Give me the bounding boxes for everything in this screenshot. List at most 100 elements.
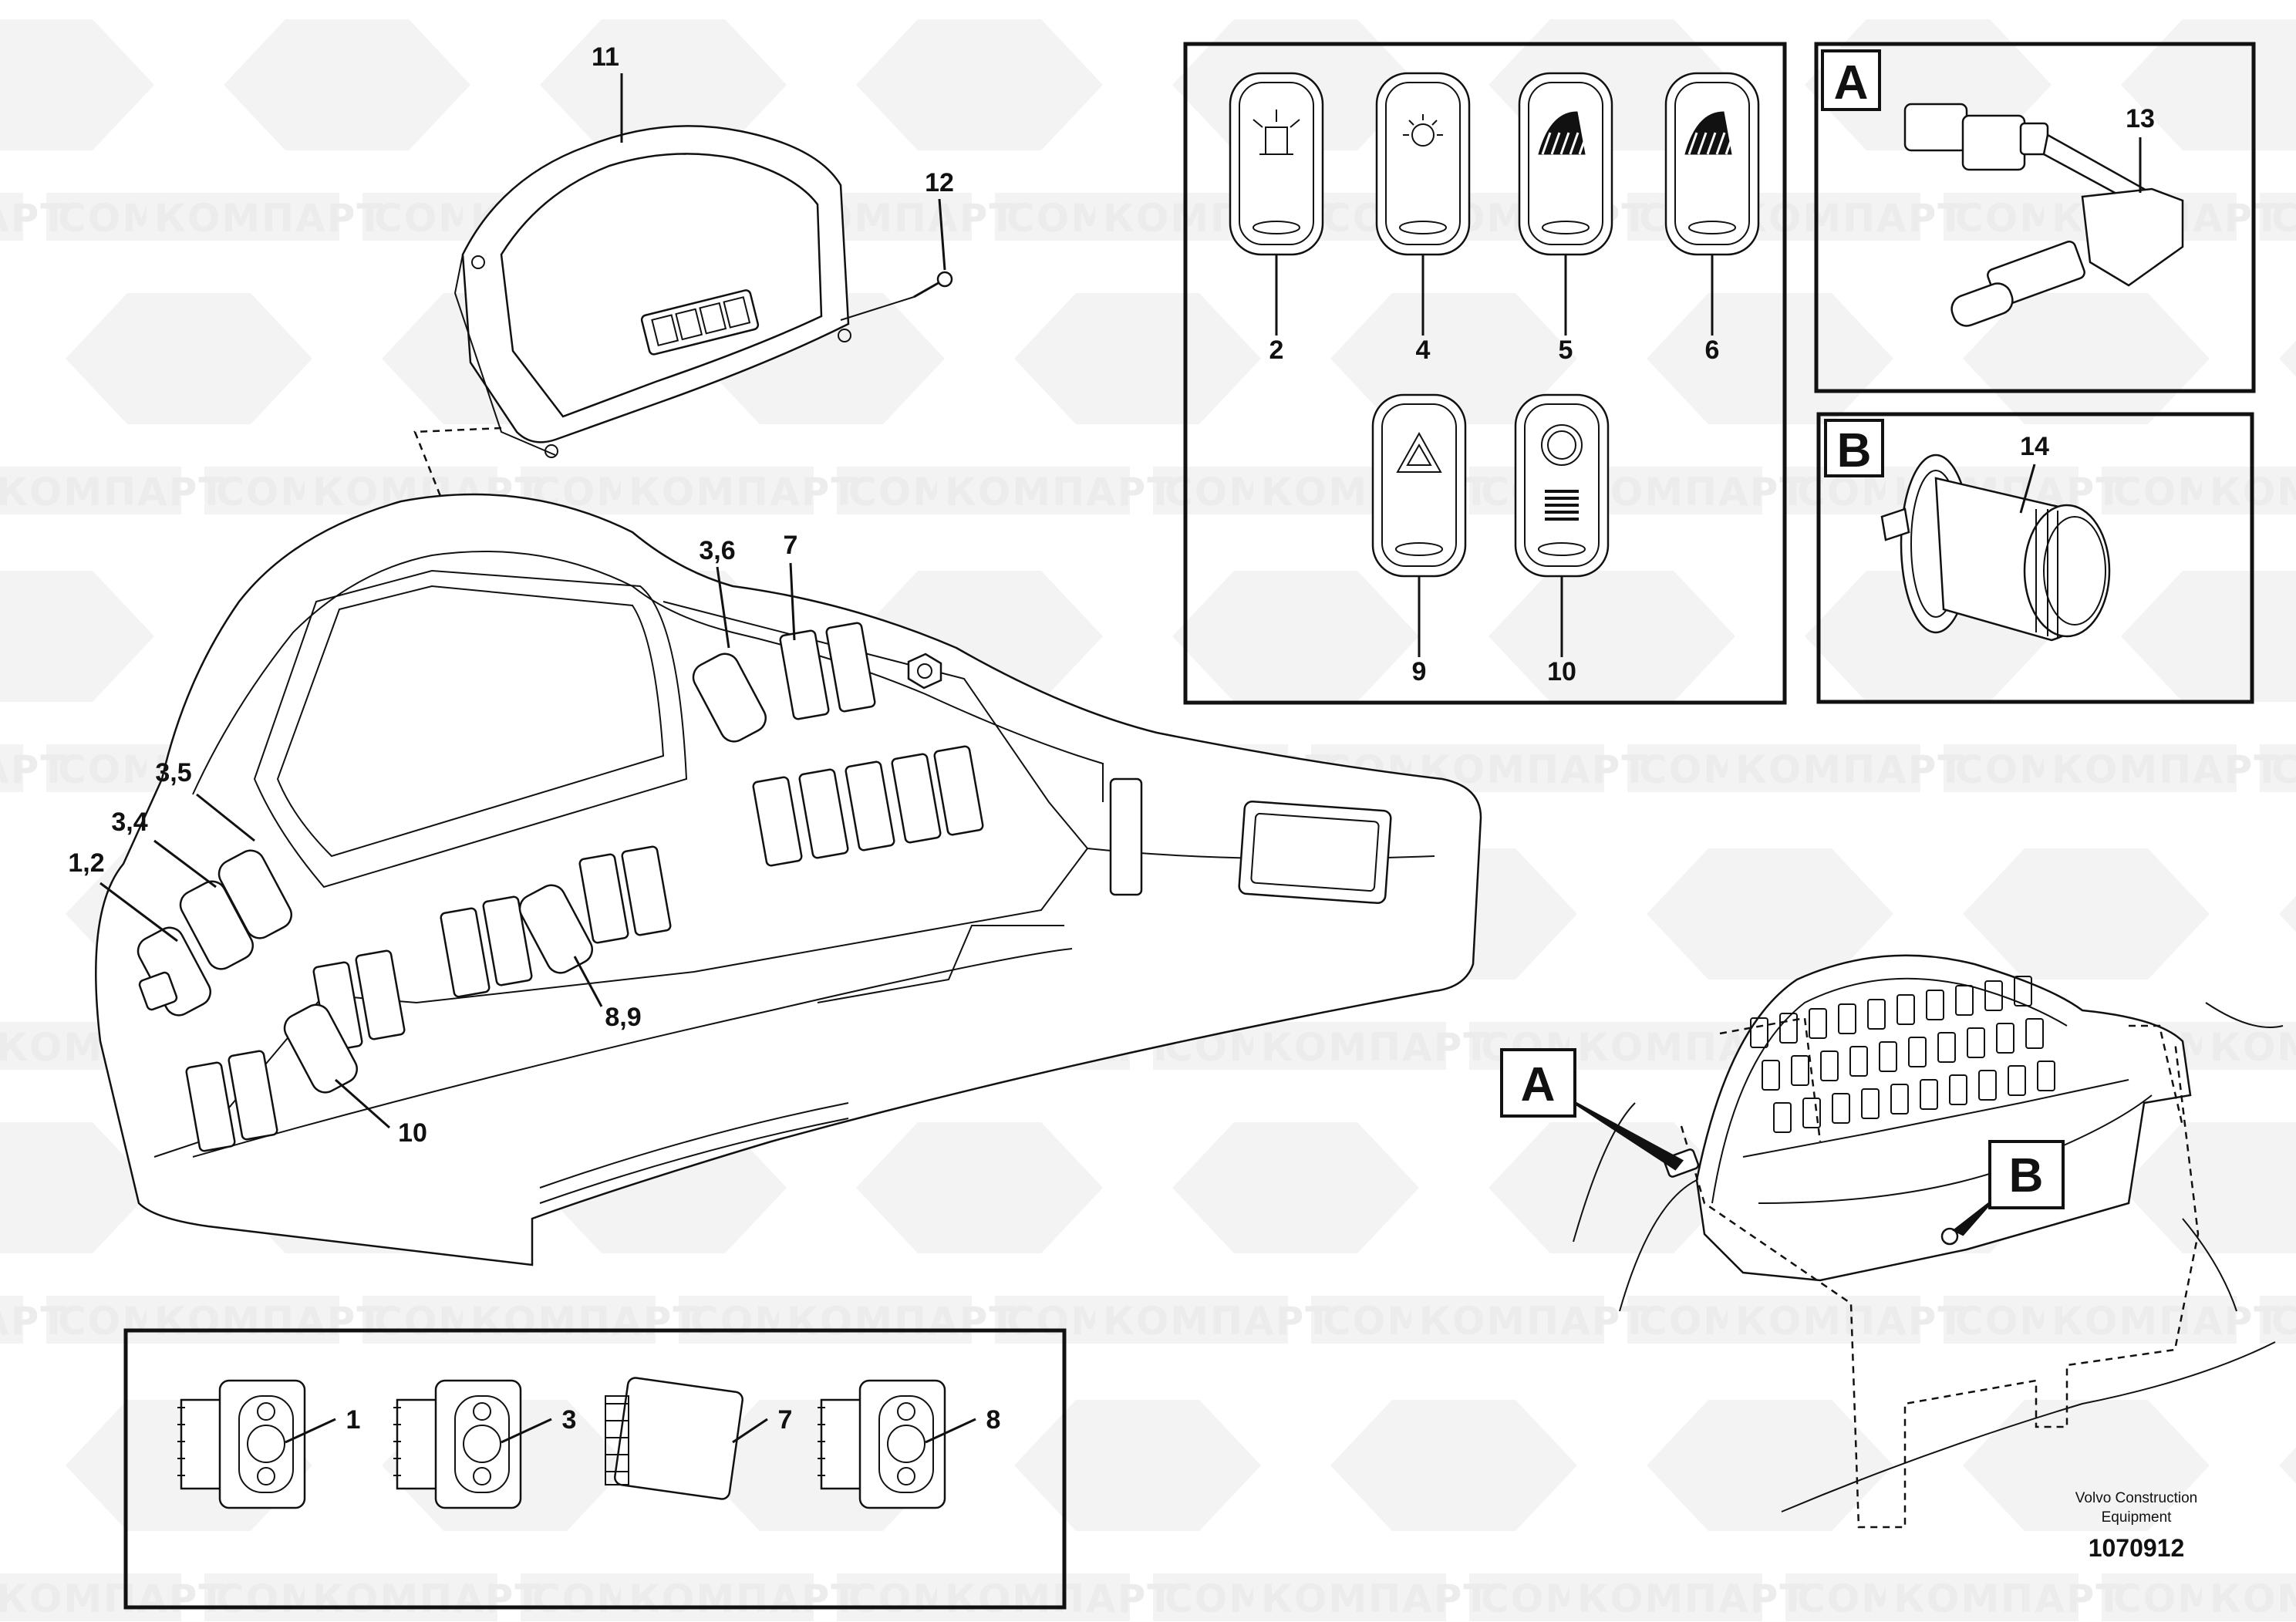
empty-switch-slot [621,845,672,936]
installed-rocker-switch [283,1003,358,1094]
empty-switch-slot [779,629,830,720]
watermark-cyrillic: КОМПАРТ [0,196,68,241]
empty-switch-slot [825,622,876,713]
overview-switch-slot [1762,1060,1780,1091]
empty-switch-slot [933,745,984,836]
watermark-cyrillic: КОМПАРТ [2052,1299,2281,1344]
connector-nut [907,653,942,690]
empty-switch-slot [185,1061,236,1152]
overview-marker-a: A [1500,1048,1684,1171]
callout-3-4: 3,4 [111,808,147,837]
empty-switch-slot [440,907,491,998]
screw-12 [840,271,953,321]
overview-switch-slot [2014,976,2032,1007]
empty-switch-slot [891,753,942,844]
installed-rocker-switch [179,880,254,970]
watermark-cyrillic: КОМПАРТ [945,470,1175,514]
hazard-warning-icon [1396,431,1442,473]
instrument-cluster [453,125,851,458]
bottom-callout-1: 1 [346,1405,361,1435]
watermark-cyrillic: КОМПАРТ [0,470,226,514]
overview-switch-slot [1779,1013,1798,1044]
switch-body-8: 8 [818,1379,1001,1509]
watermark-cyrillic: КОМПАРТ [154,196,384,241]
legend-callout-9: 9 [1412,657,1427,686]
watermark-latin: COMPART [2271,196,2296,241]
overview-switch-slot [1908,1037,1927,1067]
legend-switch-6: 6 [1664,72,1760,365]
watermark-cyrillic: КОМПАРТ [0,747,68,792]
overview-switch-slot [1955,985,1974,1016]
bottom-callout-8: 8 [986,1405,1001,1435]
detail-b-panel: B 14 [1816,412,2254,704]
overview-switch-slot [1791,1055,1809,1086]
switch-body-1: 1 [177,1379,361,1509]
work-light-icon [1403,114,1443,147]
beacon-icon [1253,110,1300,155]
empty-switch-slot [845,760,895,851]
drawing-number: 1070912 [2089,1534,2185,1562]
watermark-cyrillic: КОМПАРТ [1735,747,1965,792]
watermark-tile: КОМПАРТCOMPART [2202,1447,2296,1621]
watermark-cyrillic: КОМПАРТ [945,1576,1175,1621]
overview-switch-slot [2008,1065,2026,1096]
overview-switch-slot [1750,1017,1768,1048]
watermark-cyrillic: КОМПАРТ [312,1576,542,1621]
parking-brake-icon [1541,424,1583,521]
legend-switch-9: 9 [1371,393,1467,686]
overview-switch-slot [1984,980,2003,1011]
installed-rocker-switch [518,884,593,974]
watermark-tile: КОМПАРТCOMPART [1569,1400,2014,1621]
empty-switch-slot [228,1050,278,1141]
legend-switch-10: 10 [1514,393,1610,686]
legend-callout-2: 2 [1269,336,1284,365]
legend-callout-10: 10 [1547,657,1576,686]
overview-switch-slot [1861,1088,1880,1119]
company-name-line1: Volvo Construction [2075,1490,2197,1506]
front-flood-light-icon [1538,111,1589,155]
bottom-callout-3: 3 [562,1405,577,1435]
overview-switch-slot [1996,1023,2014,1054]
switch-body-7: 7 [605,1377,792,1500]
callout-10: 10 [398,1118,427,1148]
overview-switch-slot [1849,1046,1868,1077]
watermark-cyrillic: КОМПАРТ [1577,470,1807,514]
empty-switch-slot [355,949,406,1040]
detail-a-panel: A 13 [1814,42,2256,393]
company-name-line2: Equipment [2102,1509,2173,1526]
watermark-cyrillic: КОМПАРТ [787,1299,1017,1344]
callout-11: 11 [592,42,619,72]
watermark-latin: COMPART [2271,1299,2296,1344]
empty-switch-slot [578,853,629,944]
overview-switch-slot [1867,999,1886,1030]
overview-marker-b: B [1952,1140,2065,1236]
callout-3-5: 3,5 [155,758,191,787]
detail-b-letter: B [1837,424,1872,477]
watermark-cyrillic: КОМПАРТ [2052,747,2281,792]
overview-switch-slot [1802,1098,1821,1128]
overview-switch-slot [2037,1061,2055,1091]
dashboard-assembly [95,493,1482,1266]
legend-callout-4: 4 [1416,336,1431,365]
watermark-cyrillic: КОМПАРТ [1735,1299,1965,1344]
overview-switch-slot [1890,1084,1909,1114]
overview-switch-slot [1967,1027,1985,1058]
callout-14: 14 [2020,432,2049,461]
switch-body-3: 3 [393,1379,577,1509]
overview-marker-a-letter: A [1521,1058,1556,1111]
callout-13: 13 [2126,104,2155,133]
watermark-cyrillic: КОМПАРТ [2210,1576,2296,1621]
watermark-cyrillic: КОМПАРТ [0,1299,68,1344]
empty-switch-slot [798,768,849,859]
empty-switch-slot [482,895,533,986]
watermark-latin: COMPART [2271,747,2296,792]
watermark-cyrillic: КОМПАРТ [1261,1025,1491,1070]
overview-marker-b-letter: B [2009,1149,2044,1202]
watermark-cyrillic: КОМПАРТ [2210,1025,2296,1070]
callout-7: 7 [784,531,798,560]
legend-switch-4: 4 [1375,72,1471,365]
watermark-cyrillic: КОМПАРТ [629,470,858,514]
